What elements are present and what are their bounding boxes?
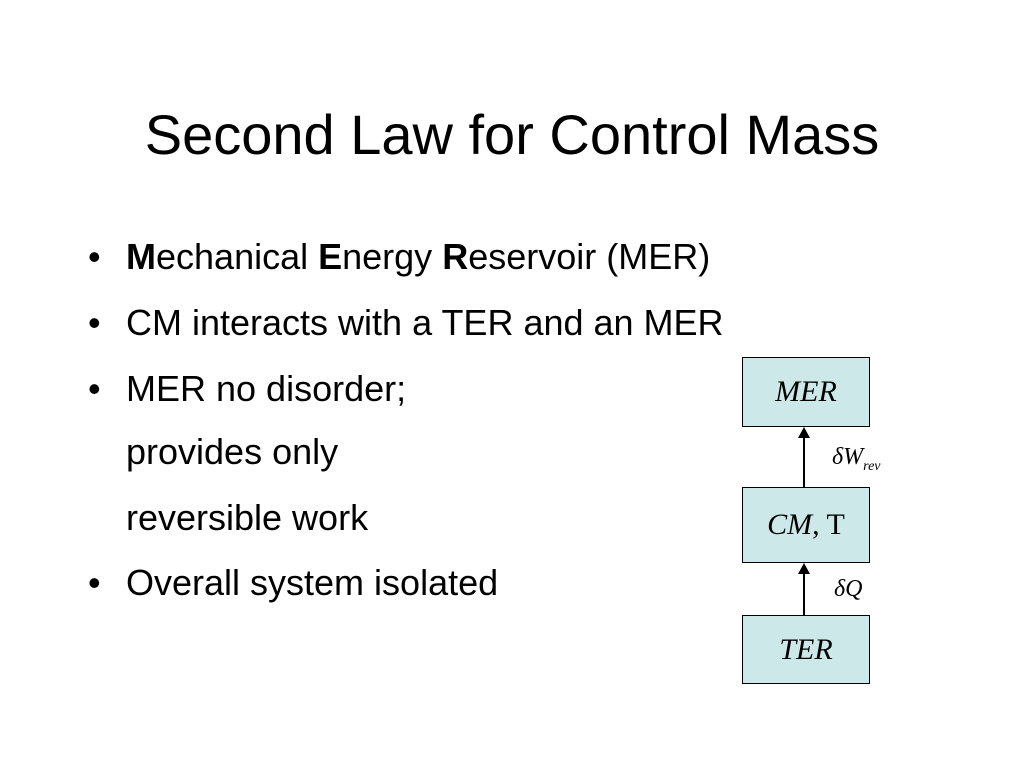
heat-flow-arrow — [798, 563, 810, 615]
word-rest: nergy — [342, 236, 443, 277]
bullet-dot: • — [88, 368, 101, 409]
delta-symbol: δ — [834, 576, 846, 602]
continuation-text: provides only — [126, 431, 339, 472]
bullet-text: Mechanical Energy Reservoir (MER) — [126, 236, 710, 277]
mer-box: MER — [742, 357, 870, 427]
bullet-text: CM interacts with a TER and an MER — [126, 302, 724, 343]
cm-label: CM — [767, 508, 813, 541]
word-rest: eservoir (MER) — [468, 236, 711, 277]
bold-letter: M — [126, 236, 156, 277]
ter-box: TER — [742, 615, 870, 684]
bullet-text: MER no disorder; — [126, 368, 407, 409]
control-mass-box: CM, T — [742, 487, 870, 563]
continuation-text: reversible work — [126, 497, 369, 538]
bullet-continuation-line: reversible work — [126, 496, 368, 540]
bullet-continuation-line: provides only — [126, 430, 338, 474]
bullet-text: Overall system isolated — [126, 562, 499, 603]
bullet-dot: • — [88, 236, 101, 277]
work-subscript: rev — [863, 458, 881, 474]
bullet-item-mer-no-disorder: • MER no disorder; — [88, 367, 406, 411]
bullet-item-mer-definition: • Mechanical Energy Reservoir (MER) — [88, 235, 710, 279]
bullet-item-overall-isolated: • Overall system isolated — [88, 561, 498, 605]
slide-title: Second Law for Control Mass — [144, 103, 880, 166]
word-rest: echanical — [156, 236, 319, 277]
delta-symbol: δ — [832, 444, 844, 470]
bullet-dot: • — [88, 302, 101, 343]
ter-box-label: TER — [779, 632, 833, 666]
cm-temperature-label: , T — [812, 508, 845, 541]
work-symbol: W — [843, 444, 864, 470]
bold-letter: R — [442, 236, 469, 277]
bold-letter: E — [318, 236, 343, 277]
bullet-item-cm-interacts: • CM interacts with a TER and an MER — [88, 301, 724, 345]
heat-flow-label: δQ — [834, 576, 863, 603]
mer-box-label: MER — [775, 375, 837, 408]
bullet-dot: • — [88, 562, 101, 603]
work-flow-label: δWrev — [832, 444, 881, 475]
work-flow-arrow — [798, 427, 810, 487]
heat-symbol: Q — [845, 576, 863, 602]
